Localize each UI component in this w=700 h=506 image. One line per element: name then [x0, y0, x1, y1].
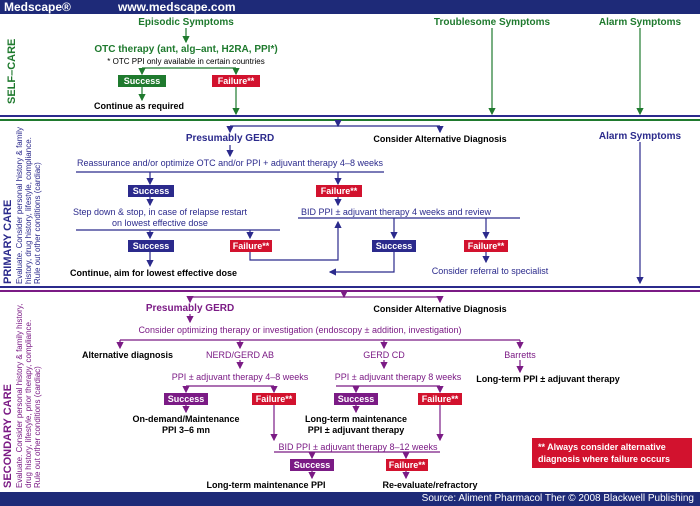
troublesome-symptoms: Troublesome Symptoms	[433, 17, 551, 28]
otc-note: * OTC PPI only available in certain coun…	[107, 57, 265, 66]
secondary-failure-box-2: Failure**	[418, 393, 462, 405]
failure-warning-box: ** Always consider alternative diagnosis…	[532, 438, 692, 468]
step-down-line-2: on lowest effective dose	[112, 218, 208, 228]
bottom-banner: Source: Aliment Pharmacol Ther © 2008 Bl…	[0, 492, 700, 506]
site-url: www.medscape.com	[118, 0, 236, 14]
continue-lowest-dose: Continue, aim for lowest effective dose	[70, 268, 238, 278]
primary-presumably-gerd: Presumably GERD	[185, 133, 275, 144]
primary-failure-box-2: Failure**	[230, 240, 272, 252]
referral-to-specialist: Consider referral to specialist	[431, 266, 549, 276]
secondary-bid-ppi: BID PPI ± adjuvant therapy 8–12 weeks	[278, 442, 438, 452]
self-care-failure-box: Failure**	[212, 75, 260, 87]
alarm-symptoms-primary: Alarm Symptoms	[598, 131, 682, 142]
long-term-maintenance-line-2: PPI ± adjuvant therapy	[307, 425, 405, 435]
secondary-success-box-3: Success	[290, 459, 334, 471]
long-term-ppi-barretts: Long-term PPI ± adjuvant therapy	[476, 374, 620, 384]
primary-failure-box-1: Failure**	[316, 185, 362, 197]
re-evaluate-refractory: Re-evaluate/refractory	[382, 480, 478, 490]
reassurance-step: Reassurance and/or optimize OTC and/or P…	[77, 158, 383, 168]
medscape-logo: Medscape®	[4, 0, 71, 14]
episodic-symptoms: Episodic Symptoms	[138, 17, 234, 28]
primary-bid-ppi: BID PPI ± adjuvant therapy 4 weeks and r…	[300, 207, 492, 217]
barretts: Barretts	[504, 350, 536, 360]
secondary-success-box-2: Success	[334, 393, 378, 405]
alternative-diagnosis: Alternative diagnosis	[82, 350, 174, 360]
long-term-maintenance-line-1: Long-term maintenance	[304, 414, 408, 424]
consider-optimizing: Consider optimizing therapy or investiga…	[138, 325, 462, 335]
on-demand-line-2: PPI 3–6 mn	[161, 425, 211, 435]
primary-success-box-1: Success	[128, 185, 174, 197]
primary-success-box-2: Success	[128, 240, 174, 252]
section-label-self-care: SELF–CARE	[6, 38, 18, 104]
top-banner: Medscape® www.medscape.com	[0, 0, 700, 14]
nerd-gerd-ab: NERD/GERD AB	[205, 350, 275, 360]
primary-success-box-3: Success	[372, 240, 416, 252]
primary-failure-box-3: Failure**	[464, 240, 508, 252]
step-down-line-1: Step down & stop, in case of relapse res…	[72, 207, 248, 217]
alarm-symptoms-self-care: Alarm Symptoms	[598, 17, 682, 28]
secondary-presumably-gerd: Presumably GERD	[145, 303, 235, 314]
primary-consider-alt-diagnosis: Consider Alternative Diagnosis	[373, 134, 507, 144]
secondary-consider-alt-diagnosis: Consider Alternative Diagnosis	[373, 304, 507, 314]
otc-therapy: OTC therapy (ant, alg–ant, H2RA, PPI*)	[94, 44, 278, 55]
section-label-secondary-care: SECONDARY CARE Evaluate. Consider person…	[2, 303, 42, 488]
secondary-failure-box-1: Failure**	[252, 393, 296, 405]
secondary-success-box-1: Success	[164, 393, 208, 405]
on-demand-line-1: On-demand/Maintenance	[132, 414, 240, 424]
gerd-cd: GERD CD	[363, 350, 405, 360]
self-care-success-box: Success	[118, 75, 166, 87]
long-term-maintenance-ppi: Long-term maintenance PPI	[206, 480, 326, 490]
ppi-8-weeks: PPI ± adjuvant therapy 8 weeks	[334, 372, 462, 382]
continue-as-required: Continue as required	[94, 101, 185, 111]
source-credit: Source: Aliment Pharmacol Ther © 2008 Bl…	[421, 493, 694, 504]
secondary-failure-box-3: Failure**	[386, 459, 428, 471]
ppi-4-8-weeks: PPI ± adjuvant therapy 4–8 weeks	[171, 372, 309, 382]
section-label-primary-care: PRIMARY CARE Evaluate. Consider personal…	[2, 127, 42, 284]
